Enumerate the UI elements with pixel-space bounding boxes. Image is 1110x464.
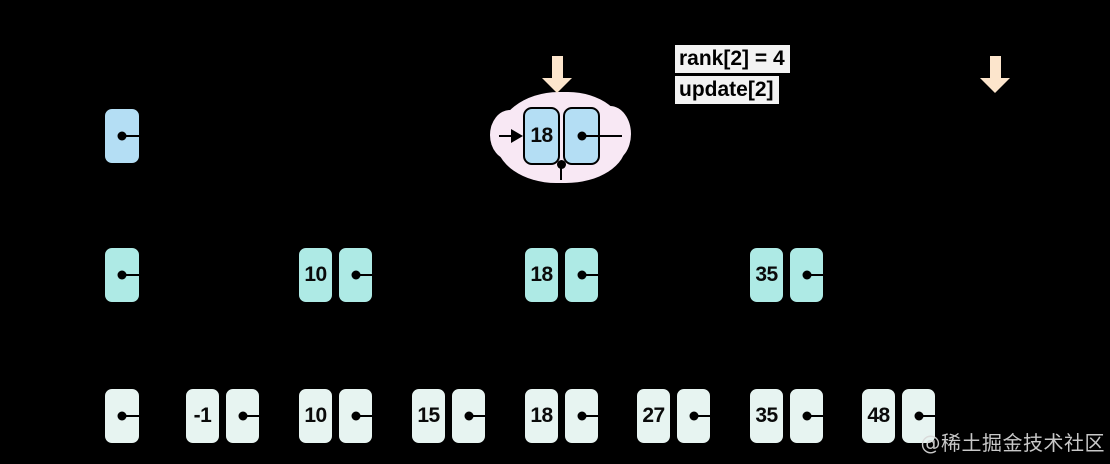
pointer-cell-level-1 (337, 246, 374, 304)
pointer-line (579, 273, 599, 277)
node-value: 15 (417, 404, 440, 427)
value-cell-level-0: 27 (635, 387, 672, 445)
down-arrow-stem (551, 56, 563, 78)
pointer-line (466, 414, 486, 418)
pointer-line (120, 134, 140, 138)
node-value: 10 (304, 263, 327, 286)
pointer-cell-level-0 (675, 387, 712, 445)
pointer-line (691, 414, 711, 418)
node-value: 35 (755, 404, 778, 427)
incoming-pointer-line (499, 134, 513, 137)
pointer-cell-level-1 (563, 246, 600, 304)
value-cell-level-0: 48 (860, 387, 897, 445)
node-value: 10 (304, 404, 327, 427)
pointer-dot (577, 411, 586, 421)
pointer-cell-level-0 (788, 387, 825, 445)
annotation-rank-label: rank[2] = 4 (675, 45, 790, 73)
node-value: 27 (642, 404, 665, 427)
pointer-dot (689, 411, 698, 421)
incoming-arrowhead-icon (511, 129, 523, 143)
node-value: -1 (193, 404, 212, 427)
down-arrow-icon (542, 56, 572, 93)
down-arrow-head (542, 78, 572, 93)
pointer-dot (351, 411, 360, 421)
value-cell-level-1: 35 (748, 246, 785, 304)
pointer-cell-level-0 (337, 387, 374, 445)
pointer-dot (802, 411, 811, 421)
outgoing-pointer-line (599, 134, 622, 137)
pointer-dot (464, 411, 473, 421)
head-node-level-2 (103, 107, 141, 165)
pointer-line (120, 414, 140, 418)
pointer-dot (351, 270, 360, 280)
pointer-dot (914, 411, 923, 421)
pointer-dot (577, 270, 586, 280)
pointer-dot (117, 131, 127, 141)
value-cell-level-0: 15 (410, 387, 447, 445)
pointer-dot (117, 411, 127, 421)
pointer-dot (802, 270, 811, 280)
value-cell-level-2: 18 (523, 107, 560, 165)
pointer-cell-level-0 (450, 387, 487, 445)
node-value: 35 (755, 263, 778, 286)
watermark-text: @稀土掘金技术社区 (920, 431, 1105, 455)
value-cell-level-0: 35 (748, 387, 785, 445)
value-cell-level-1: 10 (297, 246, 334, 304)
pointer-line (804, 273, 824, 277)
head-node-level-0 (103, 387, 141, 445)
pointer-cell-level-0 (563, 387, 600, 445)
down-arrow-head (980, 78, 1010, 93)
pointer-cell-level-1 (788, 246, 825, 304)
value-cell-level-0: 10 (297, 387, 334, 445)
node-value: 18 (530, 124, 553, 147)
pointer-dot (577, 131, 586, 141)
head-node-level-1 (103, 246, 141, 304)
pointer-line (579, 134, 599, 138)
value-cell-level-0: -1 (184, 387, 221, 445)
value-cell-level-1: 18 (523, 246, 560, 304)
pointer-cell-level-0 (224, 387, 261, 445)
pointer-line (579, 414, 599, 418)
pointer-dot (238, 411, 247, 421)
node-value: 48 (867, 404, 890, 427)
down-arrow-icon (980, 56, 1010, 93)
pointer-cell-level-0 (900, 387, 937, 445)
pointer-line (353, 414, 373, 418)
node-value: 18 (530, 263, 553, 286)
pointer-cell-level-2 (563, 107, 600, 165)
pointer-line (120, 273, 140, 277)
down-arrow-stem (989, 56, 1001, 78)
pointer-line (804, 414, 824, 418)
value-cell-level-0: 18 (523, 387, 560, 445)
pointer-line (916, 414, 936, 418)
pointer-line (353, 273, 373, 277)
annotation-update-label: update[2] (675, 76, 779, 104)
annotation-box: rank[2] = 4 update[2] (675, 45, 790, 104)
pointer-dot (117, 270, 127, 280)
node-value: 18 (530, 404, 553, 427)
pointer-line (240, 414, 260, 418)
down-pointer-line (559, 164, 563, 180)
